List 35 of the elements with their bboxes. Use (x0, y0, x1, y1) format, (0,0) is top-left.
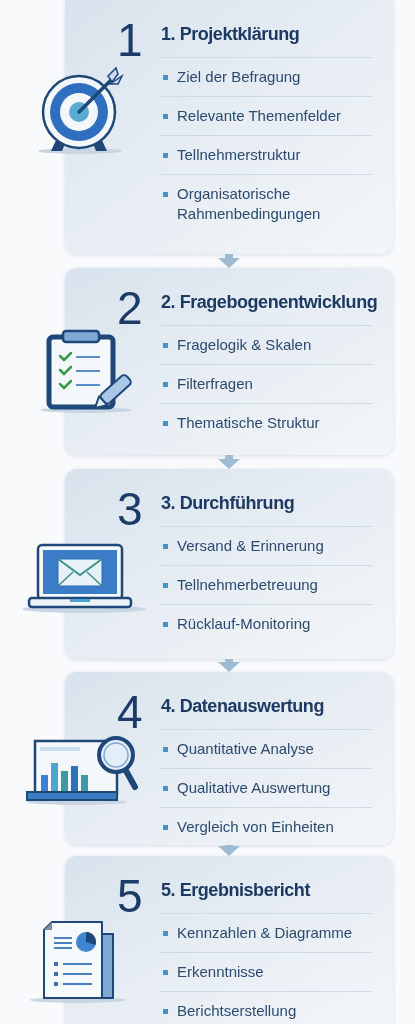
step-number: 4 (117, 689, 143, 735)
step-number: 2 (117, 285, 143, 331)
step-number: 3 (117, 486, 143, 532)
list-item-text: Berichtserstellung (177, 1001, 297, 1021)
list-item-text: Erkenntnisse (177, 962, 264, 982)
list-item-text: Relevante Themenfelder (177, 106, 341, 126)
list-item-text: Filterfragen (177, 374, 253, 394)
flow-arrow (218, 845, 240, 856)
list-item-text: Quantitative Analyse (177, 739, 314, 759)
step-card (65, 469, 393, 659)
list-item-text: Tellnehmerbetreuung (177, 575, 318, 595)
list-item-text: Fragelogik & Skalen (177, 335, 312, 355)
list-item-text: Tellnehmerstruktur (177, 145, 301, 165)
list-item-text: Kennzahlen & Diagramme (177, 923, 353, 943)
step-heading: 2. Fragebogenentwicklung (161, 291, 378, 314)
list-item-text: Organisatorische Rahmenbedingungen (177, 184, 322, 224)
step-heading: 1. Projektklärung (161, 23, 300, 46)
step-heading: 3. Durchführung (161, 492, 295, 515)
step-heading: 4. Datenauswertung (161, 695, 324, 718)
step-card (65, 672, 393, 845)
step-number: 1 (117, 17, 143, 63)
list-item-text: Versand & Erinnerung (177, 536, 324, 556)
flow-arrow (218, 659, 240, 672)
list-item-text: Vergleich von Einheiten (177, 817, 334, 837)
step-card (65, 268, 393, 455)
step-card (65, 0, 393, 254)
list-item-text: Thematische Struktur (177, 413, 320, 433)
step-number: 5 (117, 873, 143, 919)
flow-arrow (218, 455, 240, 469)
list-item-text: Ziel der Befragung (177, 67, 301, 87)
list-item-text: Rücklauf-Monitoring (177, 614, 311, 634)
flow-arrow (218, 254, 240, 268)
step-heading: 5. Ergebnisbericht (161, 879, 310, 902)
step-card (65, 856, 393, 1024)
list-item-text: Qualitative Auswertung (177, 778, 331, 798)
